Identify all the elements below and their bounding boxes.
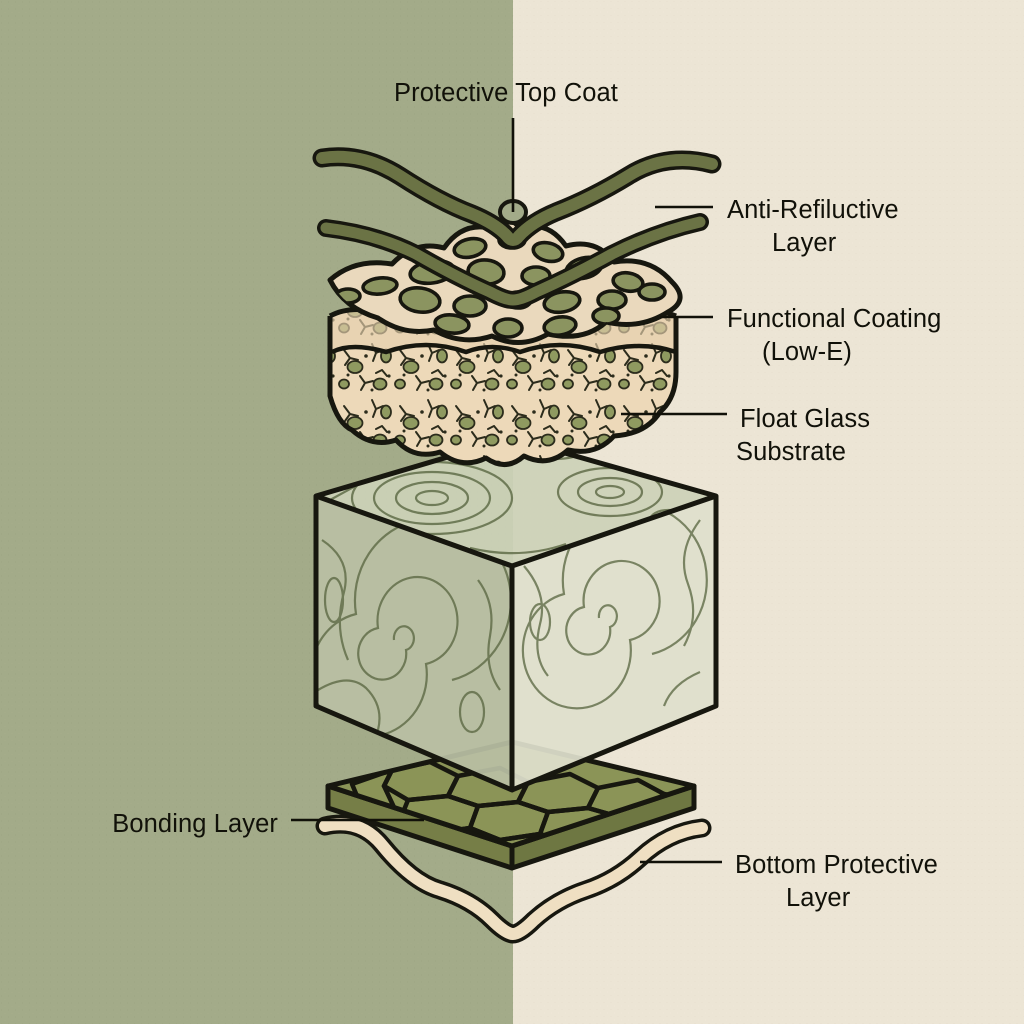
label-float-glass-substrate: Float Glass Substrate xyxy=(736,405,877,466)
label-bonding-layer: Bonding Layer xyxy=(112,810,278,838)
layer-anti-reflective-ribbon xyxy=(317,213,709,309)
layer-bottom-protective-ribbon xyxy=(315,814,712,944)
label-bottom-protective-layer: Bottom Protective Layer xyxy=(735,851,945,912)
label-anti-reflective-layer: Anti-Refiluctive Layer xyxy=(727,196,906,257)
label-functional-coating: Functional Coating (Low-E) xyxy=(727,305,949,366)
layer-functional-coating xyxy=(327,303,679,467)
label-protective-top-coat: Protective Top Coat xyxy=(394,79,618,107)
layer-bonding-slab xyxy=(325,739,697,871)
leader-lines xyxy=(291,118,727,864)
layer-glass-cube xyxy=(313,435,719,793)
